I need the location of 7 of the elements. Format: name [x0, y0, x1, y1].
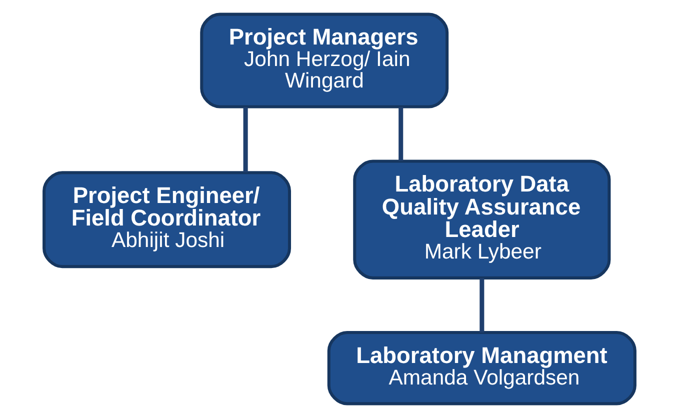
connector — [398, 106, 403, 161]
connector — [479, 278, 484, 332]
node-box: Project Managers John Herzog/ Iain Wingard — [200, 12, 448, 108]
connector — [242, 106, 248, 172]
node-box: Laboratory Managment Amanda Volgardsen — [326, 330, 636, 406]
node-box: Laboratory Data Quality Assurance Leader Mark Lybeer — [352, 160, 610, 280]
node-box: Project Engineer/ Field Coordinator Abhijit Joshi — [42, 171, 291, 268]
